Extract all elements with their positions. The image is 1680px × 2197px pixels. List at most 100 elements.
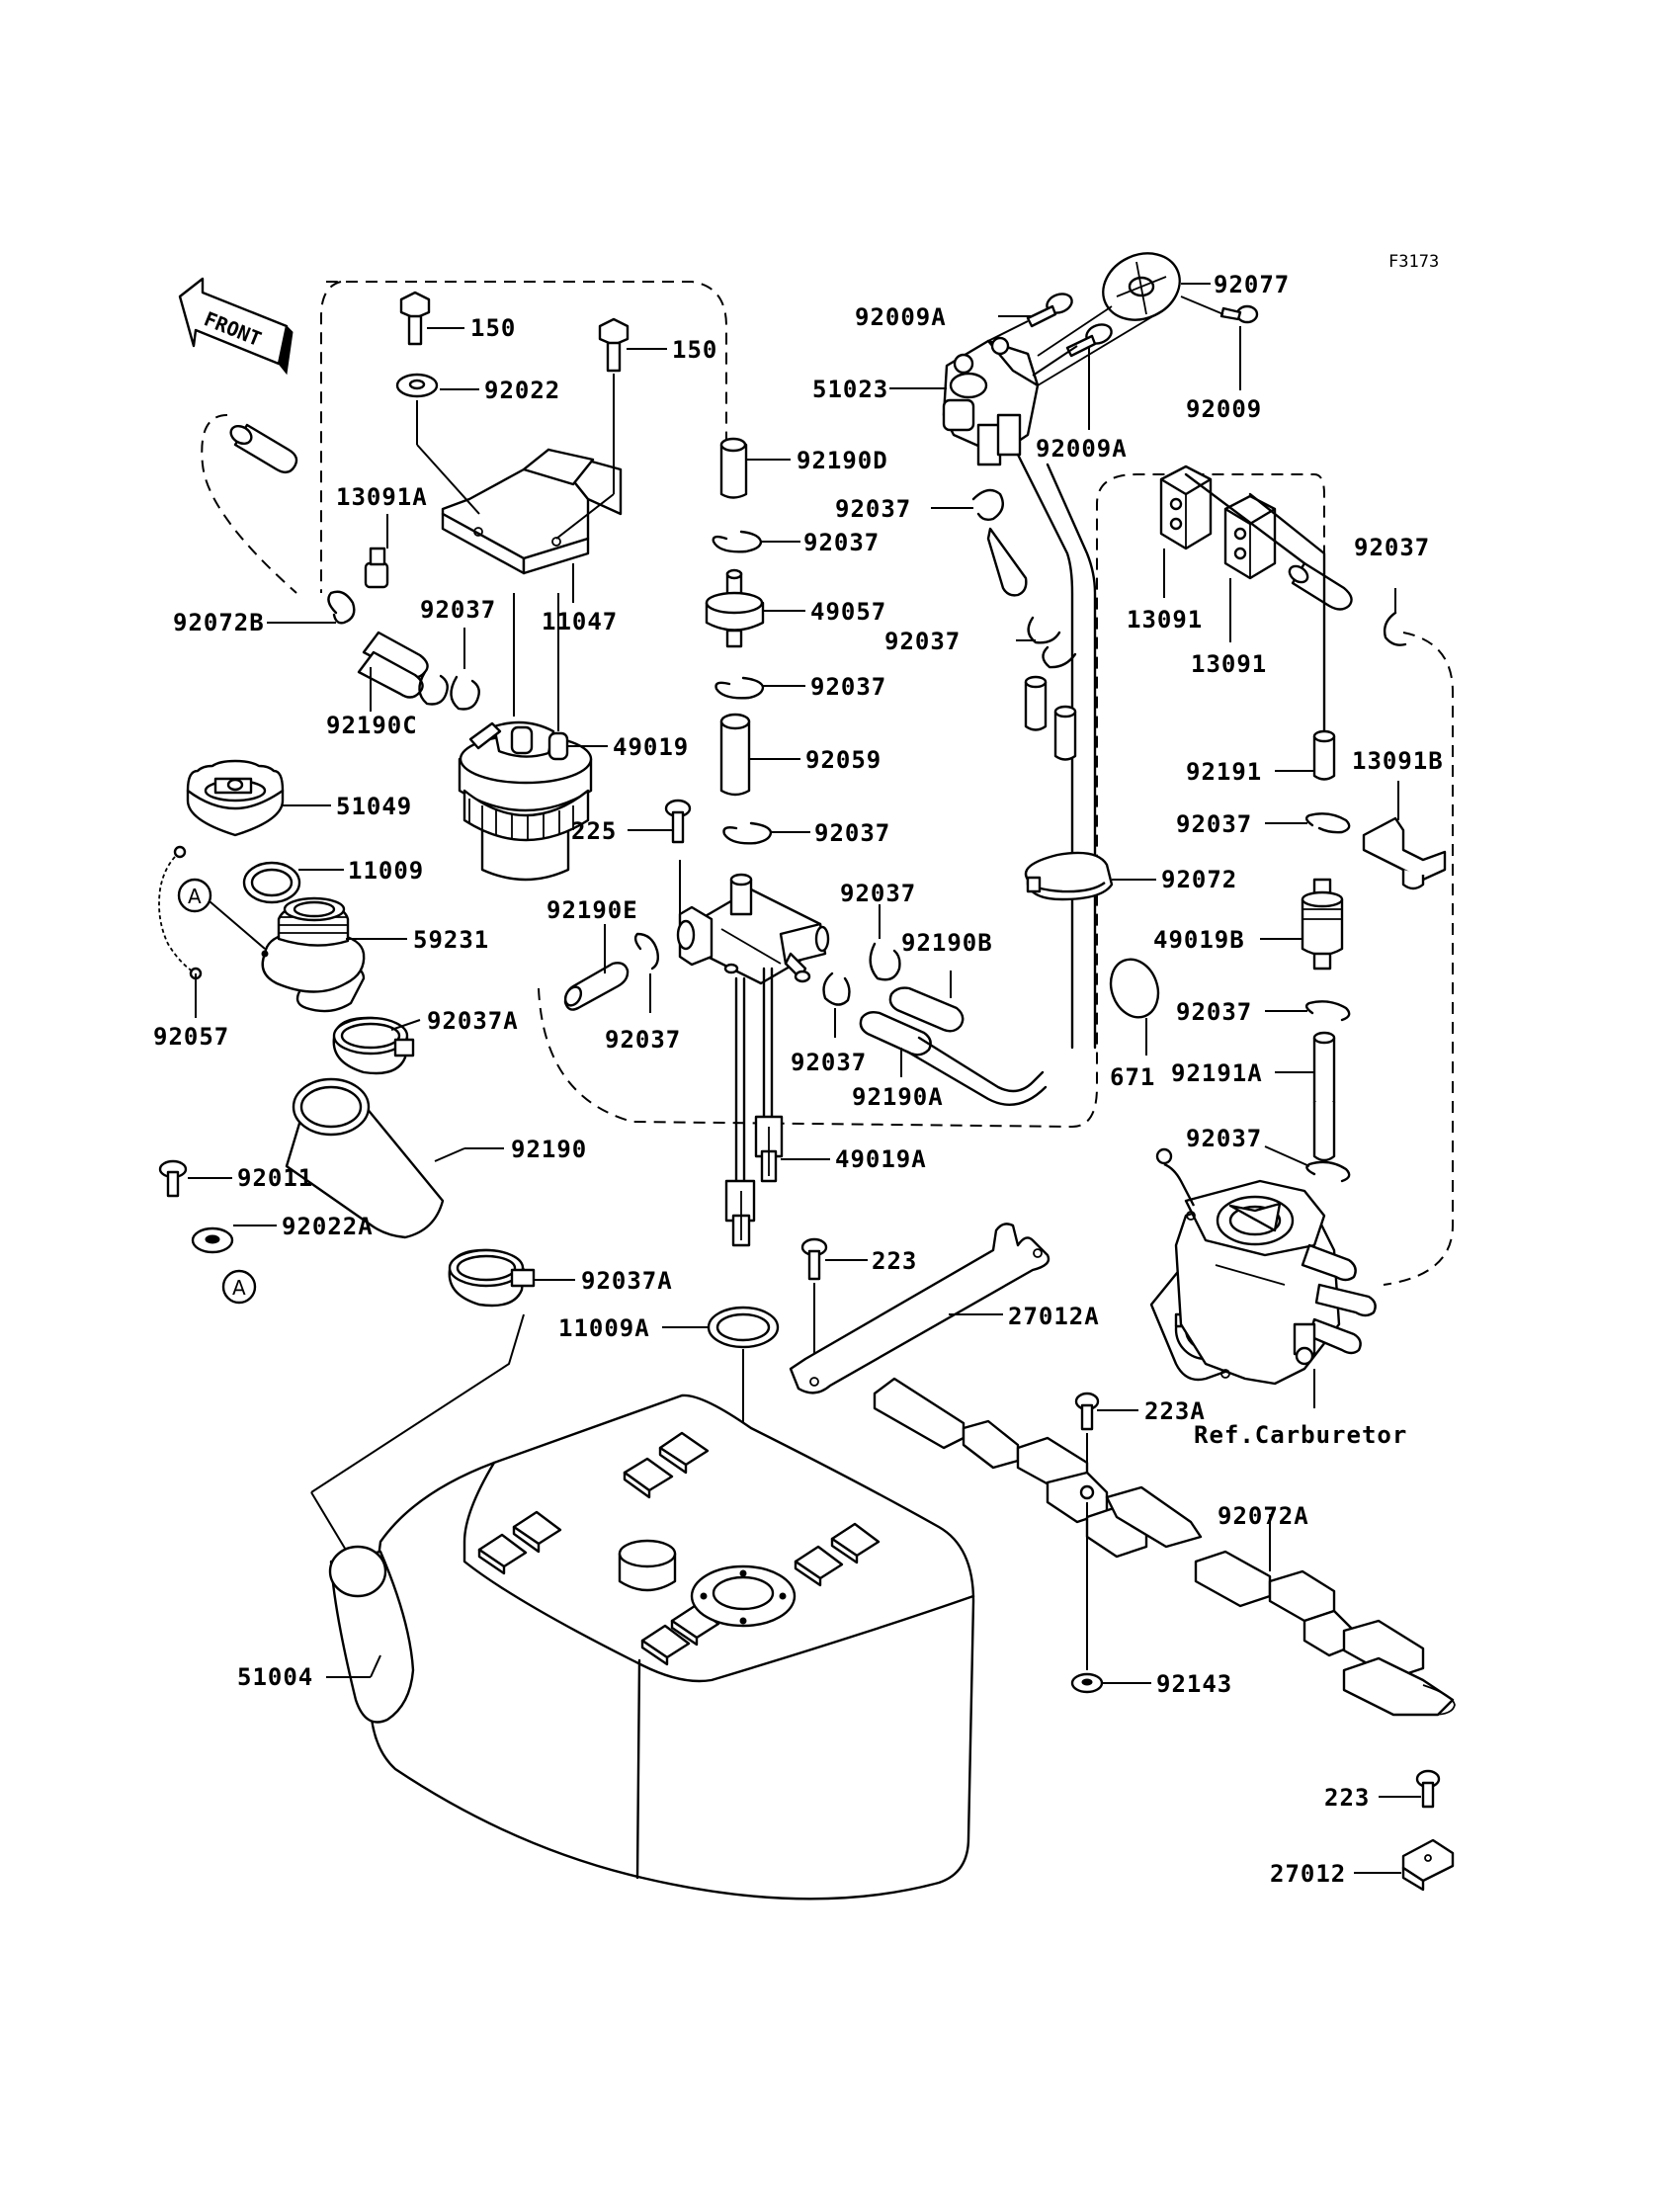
clamp-92037 [633,932,660,971]
part-label-27012A: 27012A [1008,1303,1100,1330]
part-label-13091: 13091 [1191,650,1267,678]
part-label-92022A: 92022A [282,1213,374,1240]
gasket-11009 [242,861,301,904]
hose-92191 [1312,729,1336,781]
part-label-13091B: 13091B [1352,747,1444,775]
hose-clamp-92037A [332,1016,415,1075]
diagram-code: F3173 [1388,252,1439,272]
clamp-92037 [714,676,765,700]
clamp-92037 [1383,611,1407,646]
screw-92011 [158,1159,188,1198]
part-label-92059: 92059 [805,746,882,774]
fuel-tank-51004 [328,1394,975,1901]
fuel-valve-body [676,860,830,985]
clip-13091 [1159,465,1213,550]
part-label-92011: 92011 [237,1164,313,1192]
tank-boss [670,1604,720,1647]
part-label-13091: 13091 [1127,606,1203,634]
tank-boss [640,1624,691,1666]
o-ring-671 [1109,958,1160,1019]
clamp-92037 [971,488,1004,522]
clamp-92037 [1304,812,1351,834]
check-valve-49057 [705,568,765,648]
pump-hose [986,453,1097,1050]
filter-group-outline [326,281,727,455]
part-label-92037: 92037 [884,628,961,655]
part-label-92009A: 92009A [855,303,947,331]
fuel-filter-49019 [458,720,593,882]
ref-carburetor-label: Ref.Carburetor [1194,1421,1407,1449]
part-label-223A: 223A [1144,1397,1206,1425]
part-label-150: 150 [672,336,717,364]
tank-boss [623,1457,674,1499]
svg-text:A: A [188,885,202,908]
gasket-11009A [707,1306,780,1349]
hose-clamp-92037A [448,1248,536,1308]
part-label-92191A: 92191A [1171,1059,1263,1087]
part-label-92037: 92037 [605,1026,681,1054]
clip-13091A [364,547,389,589]
tank-boss [794,1545,844,1587]
hose-route-left [201,414,297,594]
part-label-49019: 49019 [613,733,689,761]
part-label-92037: 92037 [840,880,916,907]
fuel-pump-51023 [942,336,1040,466]
clamp-92037 [1305,1160,1351,1183]
part-label-51023: 51023 [812,376,888,403]
part-label-49019A: 49019A [835,1145,927,1173]
hose-short [1053,705,1077,761]
part-label-92190E: 92190E [546,896,638,924]
part-label-51004: 51004 [237,1663,313,1691]
hose-92059 [719,713,751,797]
screw-223A [1074,1392,1100,1431]
clamp-92037 [869,942,901,981]
washer-92143 [1070,1502,1104,1694]
part-label-51049: 51049 [336,793,412,820]
front-arrow-icon: FRONT [178,277,294,376]
fuel-cap-51049 [186,759,285,837]
part-label-92190C: 92190C [326,712,418,739]
part-label-11009: 11009 [348,857,424,885]
hose-92190E [563,962,630,1011]
clip-13091B [1362,816,1447,890]
part-label-225: 225 [571,817,617,845]
carburetor [1149,1147,1377,1386]
hose-short [1024,675,1048,731]
bolt-150-right [598,317,630,373]
part-label-92190: 92190 [511,1136,587,1163]
clamp-92037 [418,670,449,706]
part-label-92037: 92037 [1186,1125,1262,1152]
screw-92009A [1065,323,1113,358]
fuel-filter-49019B [1301,878,1344,971]
screw-92009 [1219,304,1259,324]
ref-marker-a: A [221,1269,257,1305]
filler-neck-59231 [261,896,366,1013]
fuel-hose-92190 [285,1077,445,1239]
hose-route-right [1383,632,1454,1286]
part-label-92037: 92037 [810,673,886,701]
tank-boss [512,1510,562,1554]
part-label-92143: 92143 [1156,1670,1232,1698]
part-label-92037: 92037 [791,1049,867,1076]
part-label-223: 223 [872,1247,917,1275]
part-label-92037: 92037 [803,529,880,556]
hose-92191A [1312,1031,1336,1162]
valve-group-outline [538,473,1325,1129]
hose-92190D [719,437,748,499]
screw-223 [800,1237,828,1281]
diaphragm-92077 [1102,252,1181,321]
tank-boss [477,1533,528,1575]
washer-92022A [191,1226,234,1254]
part-label-92057: 92057 [153,1023,229,1051]
part-label-92037: 92037 [1176,810,1252,838]
part-label-92037: 92037 [1354,534,1430,561]
svg-text:A: A [232,1276,246,1300]
part-label-92190D: 92190D [797,447,888,474]
hose-92190B [888,986,965,1033]
part-label-11009A: 11009A [558,1314,650,1342]
part-label-92190B: 92190B [901,929,993,957]
pickup-tube-49019A [724,967,784,1247]
screw-92009A [1026,293,1073,328]
clip-27012 [1401,1838,1455,1892]
filter-group-outline-left [320,281,342,593]
